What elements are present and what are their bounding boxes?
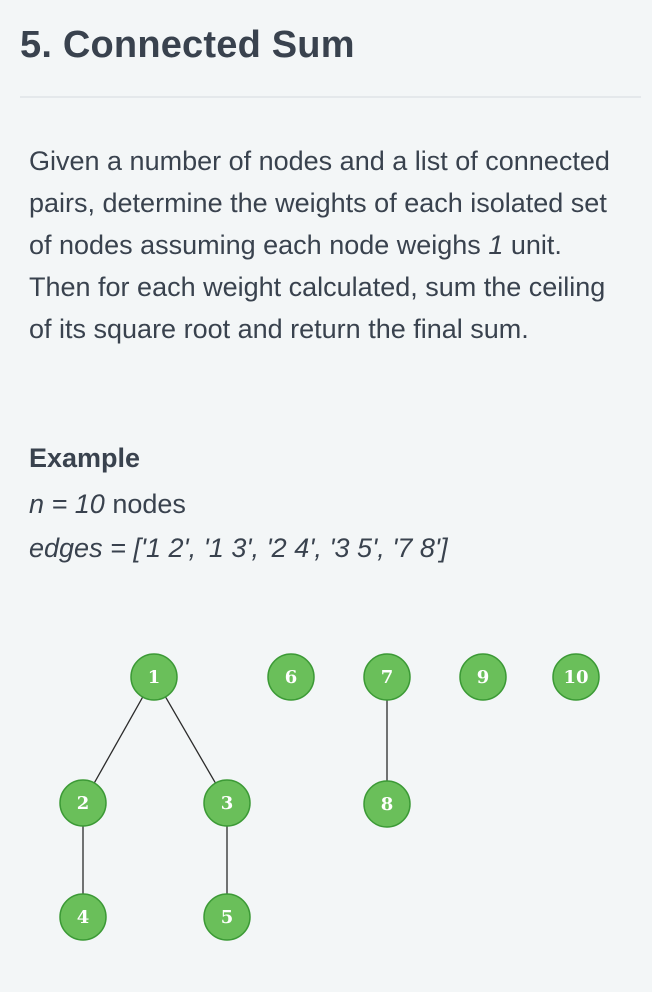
node-2: 2 — [59, 779, 107, 827]
node-label-4: 4 — [77, 907, 90, 928]
node-4: 4 — [59, 893, 107, 941]
graph-edges — [82, 696, 388, 894]
problem-description: Given a number of nodes and a list of co… — [29, 140, 629, 350]
node-circle-9 — [459, 653, 507, 701]
node-circle-1 — [130, 653, 178, 701]
node-7: 7 — [363, 653, 411, 701]
node-label-3: 3 — [221, 793, 234, 814]
node-9: 9 — [459, 653, 507, 701]
page-title: 5. Connected Sum — [20, 24, 355, 66]
title-divider — [20, 96, 641, 98]
node-circle-8 — [363, 780, 411, 828]
node-label-10: 10 — [563, 667, 588, 688]
node-8: 8 — [363, 780, 411, 828]
node-3: 3 — [203, 779, 251, 827]
edge-1-2 — [93, 696, 144, 784]
edge-1-3 — [164, 696, 217, 784]
node-circle-3 — [203, 779, 251, 827]
description-text-part2: unit. Then for each weight calculated, s… — [29, 230, 606, 344]
node-label-8: 8 — [381, 794, 394, 815]
node-circle-7 — [363, 653, 411, 701]
node-circle-4 — [59, 893, 107, 941]
graph-diagram: 1 6 7 9 10 2 3 8 4 5 — [59, 653, 600, 941]
description-text-part1: Given a number of nodes and a list of co… — [29, 146, 610, 260]
node-label-6: 6 — [285, 667, 298, 688]
node-label-7: 7 — [381, 667, 394, 688]
node-circle-2 — [59, 779, 107, 827]
node-6: 6 — [267, 653, 315, 701]
example-edges-line: edges = ['1 2', '1 3', '2 4', '3 5', '7 … — [29, 533, 448, 563]
node-label-2: 2 — [77, 793, 90, 814]
example-heading: Example — [29, 443, 141, 473]
description-weight-value: 1 — [488, 230, 504, 260]
node-label-5: 5 — [221, 907, 234, 928]
node-10: 10 — [552, 653, 600, 701]
node-1: 1 — [130, 653, 178, 701]
node-circle-6 — [267, 653, 315, 701]
node-circle-10 — [552, 653, 600, 701]
graph-nodes: 1 6 7 9 10 2 3 8 4 5 — [59, 653, 600, 941]
example-n-suffix: nodes — [104, 489, 186, 519]
node-label-9: 9 — [477, 667, 490, 688]
example-n-value: n = 10 — [29, 489, 105, 519]
node-label-1: 1 — [148, 667, 161, 688]
node-5: 5 — [203, 893, 251, 941]
example-n-line: n = 10 nodes — [29, 489, 186, 520]
node-circle-5 — [203, 893, 251, 941]
